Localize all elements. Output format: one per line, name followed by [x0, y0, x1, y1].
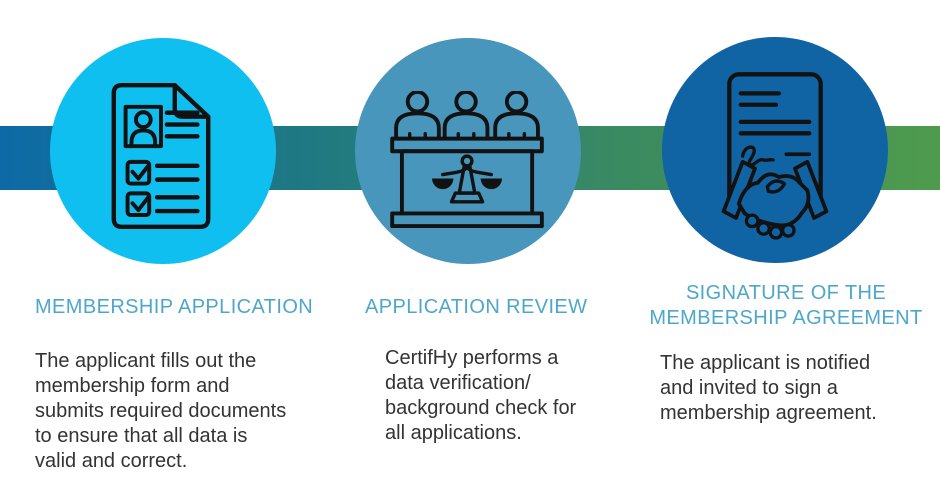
application-form-icon — [111, 82, 211, 230]
step-1-text: MEMBERSHIP APPLICATION The applicant fil… — [35, 295, 335, 474]
review-panel-icon — [390, 91, 544, 229]
step-circle-3 — [662, 37, 888, 263]
step-3-heading: SIGNATURE OF THE MEMBERSHIP AGREEMENT — [649, 282, 923, 329]
step-3-description: The applicant is notified and invited to… — [660, 352, 877, 424]
step-circle-1 — [50, 38, 276, 264]
step-circle-2 — [355, 38, 581, 264]
step-3-text: SIGNATURE OF THE MEMBERSHIP AGREEMENT Th… — [642, 281, 930, 426]
agreement-handshake-icon — [721, 72, 829, 240]
step-1-description: The applicant fills out the membership f… — [35, 350, 287, 472]
step-2-heading: APPLICATION REVIEW — [365, 296, 588, 318]
step-2-description: CertifHy performs a data verification/ b… — [385, 347, 577, 444]
step-2-text: APPLICATION REVIEW CertifHy performs a d… — [365, 295, 665, 446]
step-1-heading: MEMBERSHIP APPLICATION — [35, 296, 314, 318]
